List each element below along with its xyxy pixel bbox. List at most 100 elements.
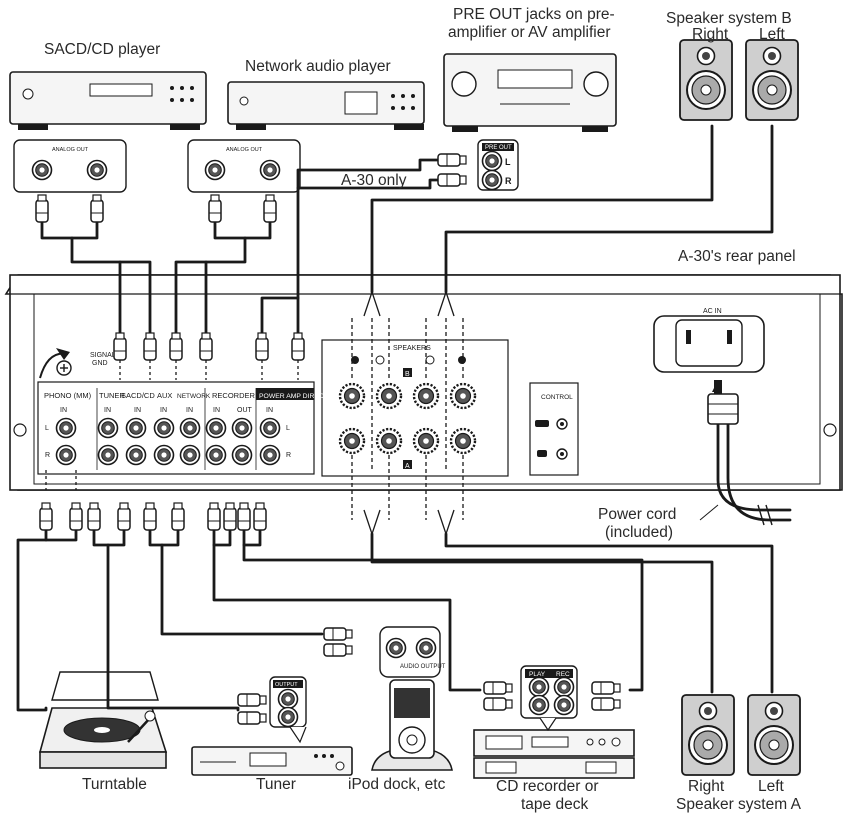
speaker-b-right-label: Right — [692, 26, 729, 43]
ipod-dock — [371, 679, 453, 771]
pre-out-label-line1: PRE OUT jacks on pre- — [453, 6, 615, 23]
tuner-r-jack[interactable] — [97, 444, 119, 466]
power-cord-label-2: (included) — [605, 524, 674, 541]
speaker-a-left-label: Left — [758, 778, 784, 795]
speaker-a-left — [747, 694, 801, 776]
ipod-label: iPod dock, etc — [348, 776, 446, 793]
speaker-a-left-minus[interactable] — [412, 427, 440, 455]
pre-out-callout — [477, 139, 519, 191]
rear-panel — [4, 274, 843, 491]
ac-in-label: AC IN — [703, 308, 722, 315]
power-amp-in-label: IN — [266, 407, 273, 414]
speaker-b-marker — [403, 368, 412, 377]
speaker-b-left-label: Left — [759, 26, 785, 43]
recorder-play-label: PLAY — [529, 671, 546, 678]
recorder-in-label: IN — [213, 407, 220, 414]
signal-gnd-terminal[interactable] — [39, 348, 72, 379]
network-r-jack[interactable] — [179, 444, 201, 466]
sacd-r-jack[interactable] — [125, 444, 147, 466]
phono-l-jack[interactable] — [55, 417, 77, 439]
panel-labels: SIGNAL GND PHONO (MM) TUNER SACD/CD AUX … — [44, 308, 722, 459]
recorder-out-r-jack[interactable] — [231, 444, 253, 466]
speaker-b-left-plus[interactable] — [449, 382, 477, 410]
sacd-analog-out-label: ANALOG OUT — [52, 147, 89, 153]
speaker-b-right-plus[interactable] — [338, 382, 366, 410]
speaker-b-right — [679, 39, 733, 121]
aux-l-jack[interactable] — [153, 417, 175, 439]
aux-r-jack[interactable] — [153, 444, 175, 466]
sacd-l-jack[interactable] — [125, 417, 147, 439]
turntable — [38, 671, 168, 769]
network-analog-out-callout — [187, 139, 301, 193]
pre-out-l-label: L — [505, 157, 511, 167]
network-in-label: IN — [186, 407, 193, 414]
speaker-b-marker-label: B — [405, 371, 410, 378]
speakers-section — [321, 339, 509, 477]
power-amp-direct-label: POWER AMP DIRECT — [259, 393, 328, 400]
a30-only-label: A-30 only — [341, 172, 407, 189]
ipod-audio-output-callout — [379, 626, 441, 678]
speaker-a-right-label: Right — [688, 778, 725, 795]
recorder-in-r-jack[interactable] — [205, 444, 227, 466]
speaker-a-right-plus[interactable] — [338, 427, 366, 455]
recorder-play-rec-callout — [520, 665, 578, 732]
network-l-jack[interactable] — [179, 417, 201, 439]
speaker-a-left-plus[interactable] — [449, 427, 477, 455]
speaker-a-right-minus[interactable] — [375, 427, 403, 455]
phono-label: PHONO (MM) — [44, 391, 92, 400]
phono-in-label: IN — [60, 407, 67, 414]
phono-r-jack[interactable] — [55, 444, 77, 466]
tuner-device — [191, 746, 353, 776]
panel-polarity-signs — [351, 355, 466, 365]
recorder-in-l-jack[interactable] — [205, 417, 227, 439]
power-amp-r-label: R — [286, 452, 291, 459]
pre-out-r-label: R — [505, 176, 512, 186]
sacd-in-label: IN — [134, 407, 141, 414]
phono-l-label: L — [45, 425, 49, 432]
sacd-analog-out-callout — [13, 139, 127, 193]
network-analog-out-label: ANALOG OUT — [226, 147, 263, 153]
power-cord-plug[interactable] — [699, 380, 773, 526]
panel-bottom-plugs — [39, 502, 267, 531]
pre-out-label-line2: amplifier or AV amplifier — [448, 24, 611, 41]
rear-panel-label: A-30's rear panel — [678, 248, 796, 265]
input-section — [37, 381, 315, 475]
sacd-player-label: SACD/CD player — [44, 41, 161, 58]
tuner-output-label: OUTPUT — [275, 682, 298, 688]
network-label: NETWORK — [177, 393, 211, 400]
ipod-audio-output-label: AUDIO OUTPUT — [400, 664, 446, 670]
tuner-l-jack[interactable] — [97, 417, 119, 439]
aux-in-label: IN — [160, 407, 167, 414]
speaker-a-title: Speaker system A — [676, 796, 801, 813]
aux-label: AUX — [157, 391, 172, 400]
speaker-a-marker-label: A — [405, 463, 410, 470]
speaker-b-right-minus[interactable] — [375, 382, 403, 410]
speaker-b-left-minus[interactable] — [412, 382, 440, 410]
sacd-label: SACD/CD — [121, 391, 155, 400]
power-amp-direct-r-jack[interactable] — [259, 444, 281, 466]
recorder-out-l-jack[interactable] — [231, 417, 253, 439]
tuner-label-text: Tuner — [256, 776, 296, 793]
network-player-label: Network audio player — [245, 58, 391, 75]
speaker-a-right — [681, 694, 735, 776]
recorder-out-label: OUT — [237, 407, 253, 414]
phono-r-label: R — [45, 452, 50, 459]
tuner-label: TUNER — [99, 391, 125, 400]
cd-recorder-label-2: tape deck — [521, 796, 589, 813]
speaker-b-left — [745, 39, 799, 121]
speaker-b-title: Speaker system B — [666, 10, 792, 27]
signal-gnd-label-1: SIGNAL — [90, 352, 116, 359]
power-amp-direct-l-jack[interactable] — [259, 417, 281, 439]
control-jacks — [535, 418, 568, 460]
tuner-in-label: IN — [104, 407, 111, 414]
cable-callout-lines — [45, 289, 464, 537]
signal-gnd-label-2: GND — [92, 360, 108, 367]
speakers-label: SPEAKERS — [393, 345, 431, 352]
turntable-label: Turntable — [82, 776, 147, 793]
av-amplifier — [443, 53, 617, 132]
power-cord-label-1: Power cord — [598, 506, 677, 523]
recorder-rec-label: REC — [556, 671, 570, 678]
pre-out-label: PRE OUT — [485, 145, 512, 151]
